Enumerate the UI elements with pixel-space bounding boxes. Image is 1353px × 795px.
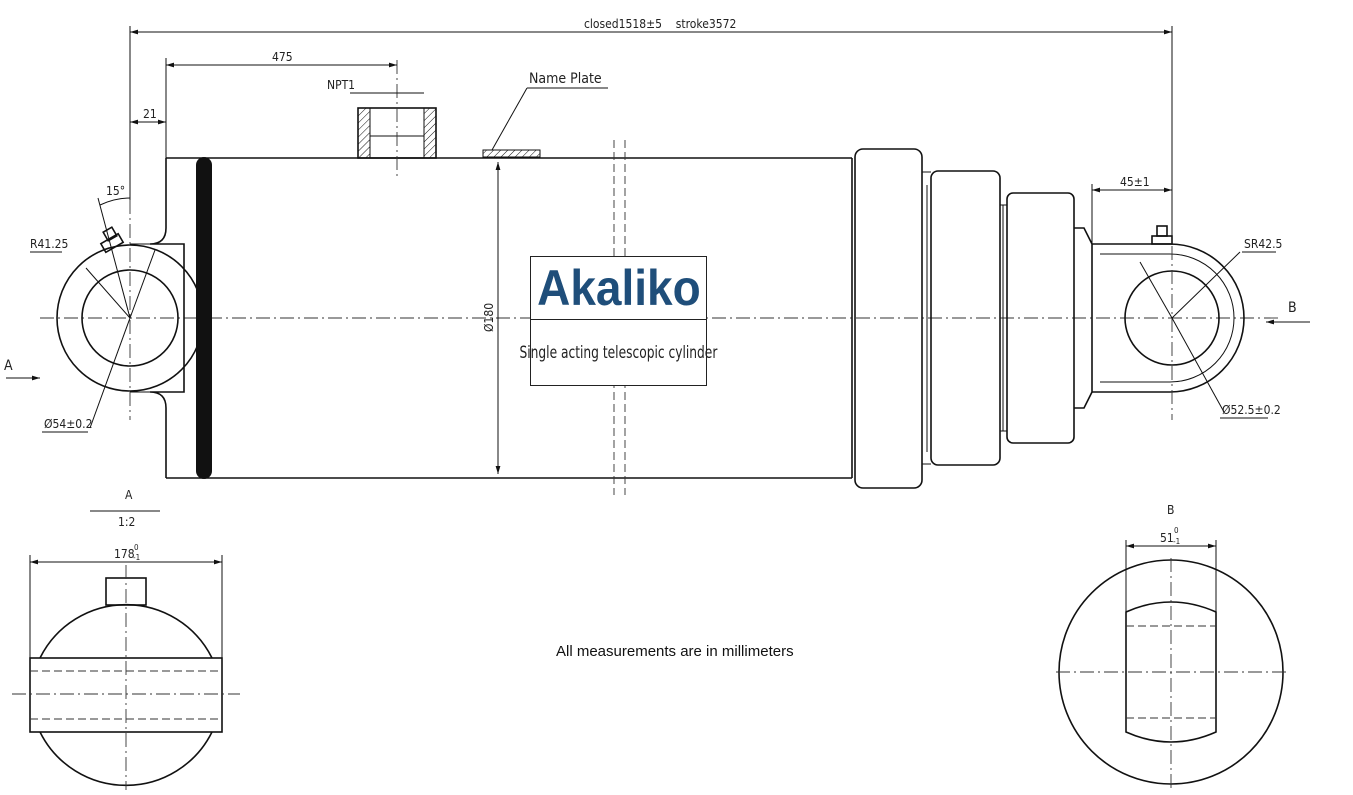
brand-product-caption: Single acting telescopic cylinder — [520, 323, 718, 383]
name-plate — [482, 87, 608, 158]
product-description: Single acting telescopic cylinder — [519, 343, 718, 363]
view-b-tolerance-bottom: -1 — [1173, 537, 1180, 546]
left-diameter-label: Ø54±0.2 — [44, 417, 92, 431]
body-diameter-label: Ø180 — [482, 303, 496, 332]
right-rod-eye — [1092, 30, 1245, 420]
brand-name: Akaliko — [536, 260, 701, 316]
overall-dimension: closed1518±5 stroke3572 — [584, 17, 736, 31]
units-note: All measurements are in millimeters — [556, 643, 794, 660]
view-a-title: A — [125, 488, 133, 502]
left-radius-label: R41.25 — [30, 237, 68, 251]
barrel — [166, 140, 853, 495]
view-b — [1056, 540, 1290, 790]
view-a-tolerance-top: 0 — [134, 543, 139, 552]
right-radius-label: SR42.5 — [1244, 237, 1282, 251]
view-b-title: B — [1167, 503, 1174, 517]
telescopic-stages — [854, 148, 1093, 489]
view-a-scale: 1:2 — [118, 515, 135, 529]
brand-nameplate: Akaliko Single acting telescopic cylinde… — [520, 256, 718, 386]
cylinder-side-view — [6, 26, 1310, 495]
port-thread-label: NPT1 — [327, 78, 355, 92]
rod-offset-dimension: 45±1 — [1120, 175, 1150, 189]
right-diameter-label: Ø52.5±0.2 — [1222, 403, 1281, 417]
view-a — [12, 510, 240, 790]
eye-offset-dimension: 21 — [143, 107, 157, 121]
view-a-tolerance-bottom: -1 — [133, 553, 140, 562]
view-a-width: 178 — [114, 547, 135, 561]
view-b-arrow-label: B — [1288, 300, 1297, 316]
view-b-width: 51 — [1160, 531, 1174, 545]
name-plate-label: Name Plate — [529, 71, 602, 87]
port-npt — [357, 60, 437, 178]
mount-offset-dimension: 475 — [272, 50, 293, 64]
brand-logo: Akaliko — [531, 257, 706, 320]
view-a-arrow-label: A — [4, 358, 13, 374]
view-b-tolerance-top: 0 — [1174, 526, 1179, 535]
angle-dimension: 15° — [106, 184, 125, 198]
